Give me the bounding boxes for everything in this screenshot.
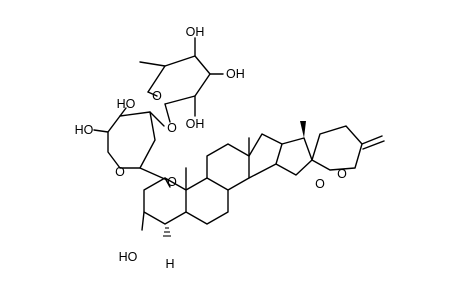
o-label-furan: O xyxy=(315,177,325,191)
oh-label-xyl-left: HO xyxy=(75,123,94,137)
atom-labels: OH OH OH HO HO HO O O O O O O H xyxy=(75,25,348,271)
oh-label-rha-right: OH xyxy=(226,67,245,81)
oh-label-ring-a: HO xyxy=(119,250,138,264)
o-label-pyran: O xyxy=(337,167,347,181)
o-label-rha-ring: O xyxy=(152,89,162,103)
oh-label-rha-top: OH xyxy=(186,25,205,39)
o-label-glycosidic-2: O xyxy=(167,175,177,189)
stereo-bonds xyxy=(163,121,306,237)
h-label-c5: H xyxy=(165,257,174,271)
o-label-glycosidic-1: O xyxy=(167,121,177,135)
o-label-xyl-ring: O xyxy=(115,165,125,179)
oh-label-xyl-top: HO xyxy=(117,97,136,111)
oh-label-rha-bottom: OH xyxy=(186,117,205,131)
bond-skeleton xyxy=(93,37,385,231)
